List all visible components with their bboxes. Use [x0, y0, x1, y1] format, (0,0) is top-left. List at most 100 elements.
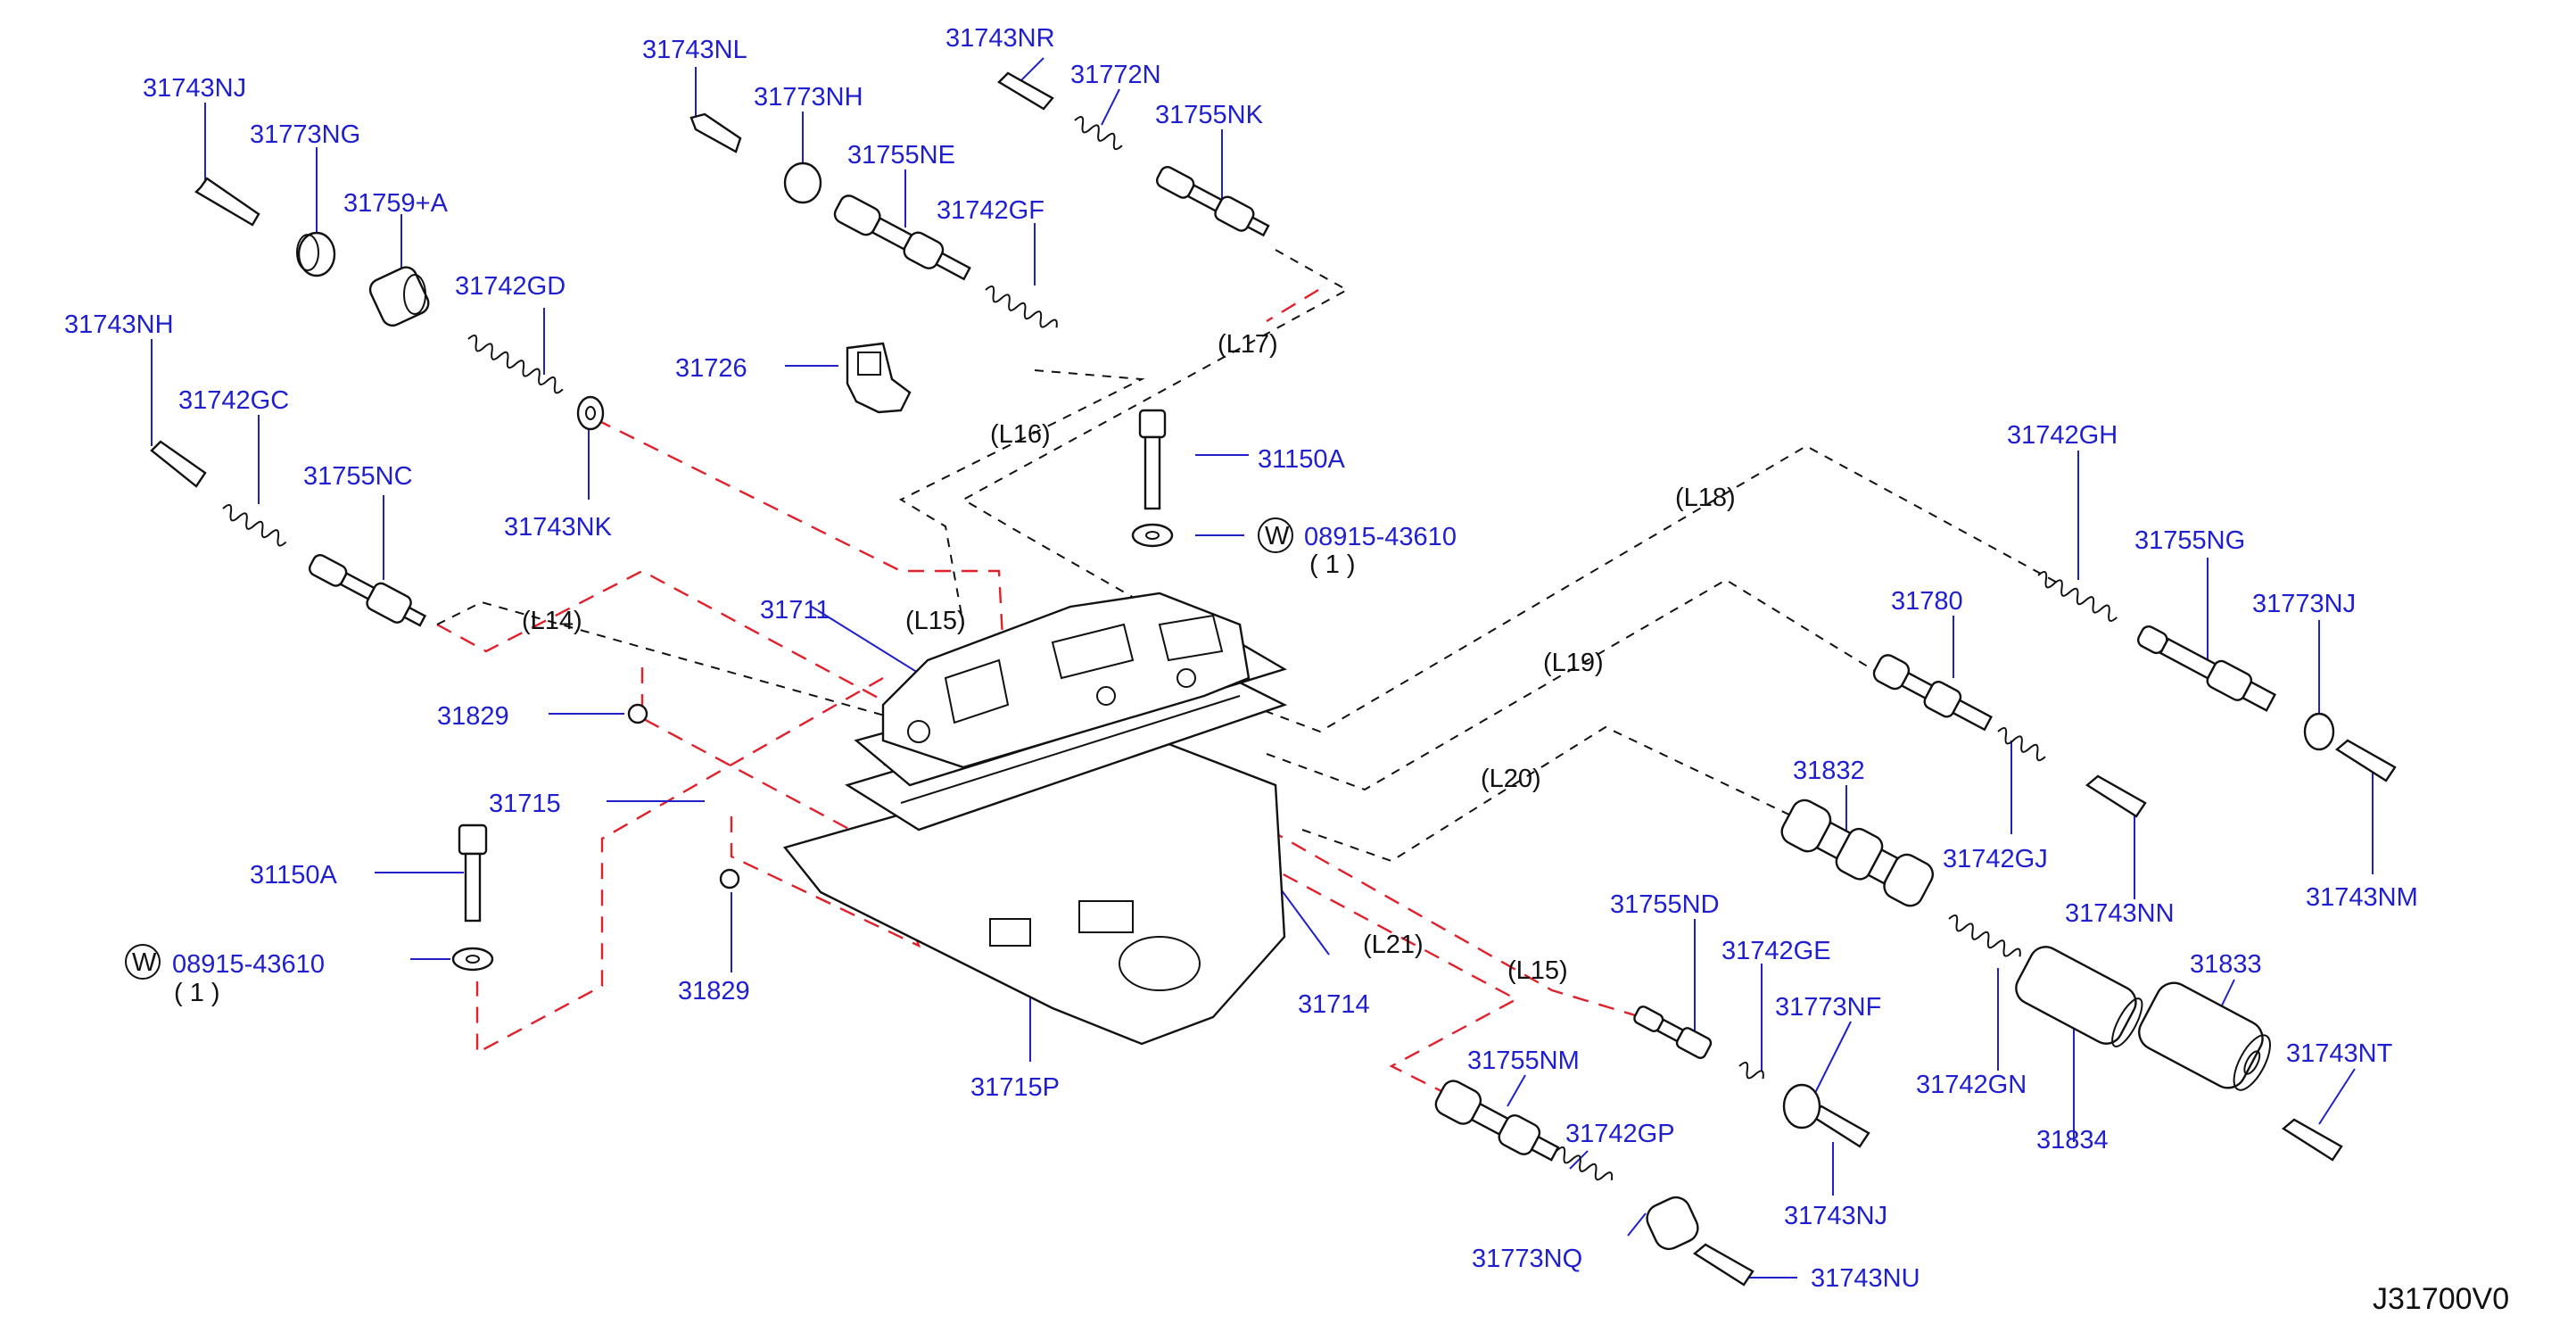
part-label: 31743NR	[945, 24, 1055, 53]
retainer-clip-icon	[997, 71, 1054, 111]
part-label: 31742GH	[2007, 421, 2118, 450]
spring-icon	[1556, 1146, 1614, 1181]
parts-drawings	[150, 71, 2397, 1287]
route-label: (L15)	[905, 607, 966, 635]
sleeve-icon	[2015, 946, 2143, 1047]
part-labels: 31743NJ 31773NG 31759+A 31743NL 31773NH …	[64, 24, 2418, 1293]
spring-icon	[222, 503, 287, 547]
part-label: 31743NN	[2065, 899, 2175, 928]
part-label: 31759+A	[343, 189, 449, 218]
part-label: 31742GD	[455, 272, 566, 301]
spring-icon	[2037, 570, 2118, 622]
quantity-label: ( 1 )	[1309, 550, 1356, 579]
route-label: (L19)	[1543, 649, 1604, 677]
part-label: 31742GC	[178, 386, 289, 415]
route-label: (L16)	[990, 420, 1051, 449]
part-label: 31780	[1891, 587, 1963, 616]
part-label: 31773NJ	[2252, 590, 2356, 618]
part-label: 31743NJ	[1784, 1202, 1887, 1230]
retainer-clip-icon	[194, 177, 260, 227]
valve-icon	[308, 554, 427, 627]
spring-icon	[1948, 914, 2021, 957]
quantity-label: ( 1 )	[174, 979, 220, 1007]
part-label: 31832	[1793, 757, 1865, 785]
retainer-clip-icon	[150, 440, 207, 488]
part-label: 31742GN	[1916, 1071, 2027, 1099]
part-label: 31714	[1298, 990, 1370, 1019]
part-label: 31829	[678, 977, 750, 1005]
part-label: 31772N	[1070, 61, 1161, 89]
part-label: 31755NE	[847, 141, 955, 170]
route-label: (L21)	[1363, 931, 1424, 959]
valve-icon	[2136, 625, 2277, 712]
route-labels: (L17) (L16) (L14) (L15) (L18) (L19) (L20…	[522, 330, 1736, 985]
part-label: 31773NH	[754, 83, 863, 112]
valve-icon	[1780, 799, 1934, 907]
washer-mark: W	[1265, 522, 1290, 550]
washer-symbol-icon: W	[125, 944, 161, 980]
valve-icon	[1872, 654, 1993, 732]
check-ball-icon	[627, 703, 648, 724]
part-label: 31743NT	[2286, 1039, 2393, 1068]
part-label: 31829	[437, 702, 509, 731]
bolt-icon	[1138, 409, 1167, 510]
part-label: 31773NF	[1775, 993, 1881, 1022]
route-label: (L20)	[1481, 765, 1541, 793]
part-label: 31150A	[1258, 445, 1345, 474]
spring-icon	[1997, 726, 2046, 762]
valve-icon	[1155, 166, 1270, 237]
diagram-code: J31700V0	[2373, 1282, 2509, 1316]
part-label: 31726	[675, 354, 747, 383]
part-label: 08915-43610	[1304, 523, 1457, 551]
part-label: 31755NG	[2134, 526, 2245, 555]
part-label: 31743NH	[64, 310, 174, 339]
part-label: 08915-43610	[172, 950, 325, 979]
washer-symbol-icon: W	[1258, 517, 1293, 553]
spring-icon	[467, 334, 564, 394]
route-label: (L14)	[522, 607, 582, 635]
part-label: 31742GJ	[1943, 845, 2048, 873]
retainer-clip-icon	[1692, 1243, 1754, 1287]
spring-icon	[1074, 115, 1123, 151]
spring-icon	[1738, 1061, 1764, 1080]
retainer-clip-icon	[2334, 739, 2397, 782]
part-label: 31150A	[250, 861, 337, 890]
plug-icon	[2303, 712, 2335, 751]
valve-icon	[1633, 1005, 1713, 1059]
washer-icon	[451, 947, 494, 972]
bracket-icon	[846, 342, 912, 414]
part-label: 31755ND	[1610, 890, 1720, 919]
plug-icon	[296, 231, 336, 277]
part-label: 31742GF	[937, 196, 1044, 225]
washer-icon	[1131, 523, 1174, 548]
valve-body-icon	[782, 592, 1288, 1046]
sleeve-icon	[368, 266, 430, 327]
retainer-clip-icon	[2085, 774, 2147, 818]
leader-lines	[151, 57, 2374, 1278]
part-label: 31834	[2036, 1126, 2109, 1154]
part-label: 31742GE	[1721, 937, 1831, 965]
part-label: 31743NU	[1811, 1264, 1920, 1293]
route-label: (L15)	[1507, 956, 1568, 985]
plug-icon	[783, 161, 822, 204]
part-label: 31755NC	[303, 462, 413, 491]
route-label: (L18)	[1675, 484, 1736, 512]
part-label: 31755NM	[1467, 1047, 1580, 1075]
retainer-clip-icon	[689, 112, 742, 153]
sleeve-icon	[2138, 981, 2271, 1091]
washer-icon	[576, 395, 605, 431]
bolt-icon	[458, 823, 488, 923]
part-label: 31755NK	[1155, 101, 1264, 129]
valve-icon	[833, 194, 971, 281]
part-label: 31743NL	[642, 36, 747, 64]
spring-icon	[985, 285, 1058, 328]
plug-icon	[1782, 1083, 1821, 1130]
part-label: 31715P	[970, 1073, 1060, 1102]
route-label: (L17)	[1218, 330, 1278, 359]
part-label: 31773NQ	[1472, 1245, 1582, 1273]
part-label: 31715	[489, 790, 561, 818]
valve-icon	[1434, 1080, 1560, 1162]
plug-icon	[1646, 1196, 1699, 1251]
part-label: 31743NJ	[143, 74, 246, 103]
part-label: 31743NK	[504, 513, 613, 542]
